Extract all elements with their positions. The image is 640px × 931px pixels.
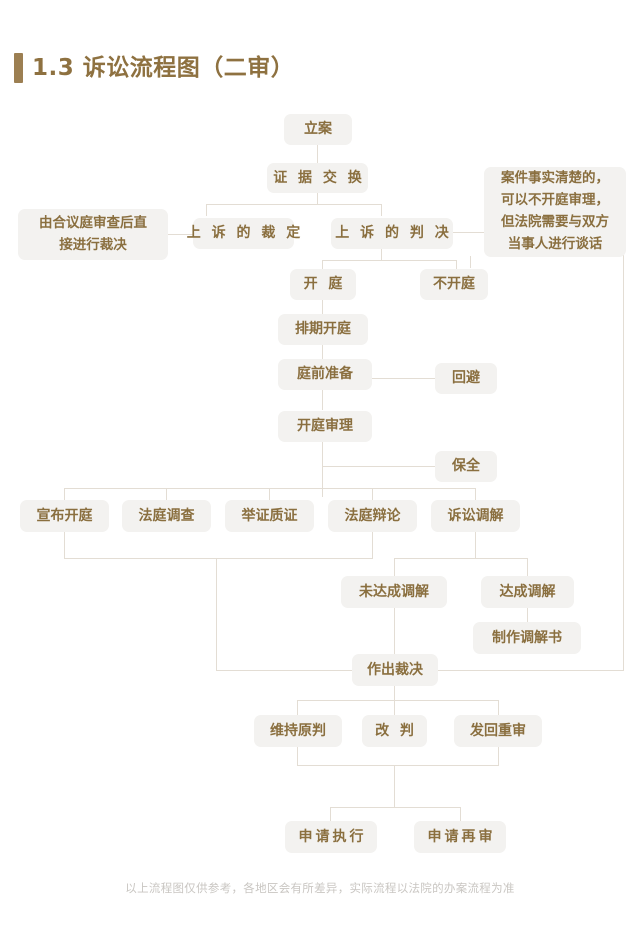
node-bukaiting[interactable]: 不开庭 xyxy=(420,269,488,300)
line-to-caiding xyxy=(206,204,207,216)
line-zhengju-split xyxy=(206,204,381,205)
line-to-bukaiting xyxy=(456,260,457,270)
line-to-xuanbu xyxy=(64,488,65,500)
line-susongtiaojie-down xyxy=(475,532,476,558)
node-paiqi-kaiting[interactable]: 排期开庭 xyxy=(278,314,368,345)
line-to-fahui xyxy=(498,700,499,715)
node-baoquan[interactable]: 保全 xyxy=(435,451,497,482)
note-right-anjian: 案件事实清楚的， 可以不开庭审理， 但法院需要与双方 当事人进行谈话 xyxy=(484,167,626,257)
node-susong-tiaojie[interactable]: 诉讼调解 xyxy=(431,500,520,532)
line-kaiting-paiqi xyxy=(322,300,323,315)
note-right-text: 案件事实清楚的， 可以不开庭审理， 但法院需要与双方 当事人进行谈话 xyxy=(501,168,609,255)
note-left-heyiting: 由合议庭审查后直 接进行裁决 xyxy=(18,209,168,260)
note-left-text: 由合议庭审查后直 接进行裁决 xyxy=(39,213,147,257)
note-left-line-1: 由合议庭审查后直 xyxy=(39,214,147,231)
line-panjue-noteright xyxy=(453,232,484,233)
line-bianlun-join xyxy=(216,558,373,559)
line-left-rail xyxy=(216,558,217,670)
node-zuochu-caijue[interactable]: 作出裁决 xyxy=(352,654,438,686)
line-right-spine-to-zuochu xyxy=(430,670,624,671)
note-left-line-2: 接进行裁决 xyxy=(59,236,127,253)
line-xuanbu-right xyxy=(64,558,216,559)
line-baoquan xyxy=(322,466,435,467)
footer-disclaimer: 以上流程图仅供参考，各地区会有所差异，实际流程以法院的办案流程为准 xyxy=(125,881,515,895)
line-to-dacheng xyxy=(527,558,528,576)
node-fating-diaocha[interactable]: 法庭调查 xyxy=(122,500,211,532)
note-right-line-4: 当事人进行谈话 xyxy=(507,235,603,252)
line-bottom-join xyxy=(297,765,499,766)
node-shangsu-caiding[interactable]: 上 诉 的 裁 定 xyxy=(187,218,300,249)
line-weidacheng-zuochu xyxy=(394,608,395,654)
node-fahui-chongshen[interactable]: 发回重审 xyxy=(454,715,542,747)
node-kaiting[interactable]: 开 庭 xyxy=(290,269,356,300)
line-noteright-bukaiting xyxy=(470,256,471,268)
line-to-shenqingzhixing xyxy=(330,807,331,821)
node-zhengju-jiaohuan[interactable]: 证 据 交 换 xyxy=(267,163,368,193)
line-to-susongtiaojie xyxy=(475,488,476,500)
line-xuanbu-down xyxy=(64,532,65,558)
node-juzheng-zhizheng[interactable]: 举证质证 xyxy=(225,500,314,532)
line-zuochu-split xyxy=(297,700,498,701)
node-gaipan[interactable]: 改 判 xyxy=(362,715,427,747)
node-shangsu-panjue[interactable]: 上 诉 的 判 决 xyxy=(331,218,453,249)
line-left-rail-to-zuochu xyxy=(216,670,361,671)
line-dacheng-zhizuo xyxy=(527,608,528,622)
node-shenqing-zhixing[interactable]: 申请执行 xyxy=(285,821,377,853)
line-zhengju-down xyxy=(317,192,318,204)
line-to-kaiting xyxy=(322,260,323,270)
note-right-line-2: 可以不开庭审理， xyxy=(501,192,609,209)
line-to-panjue xyxy=(381,204,382,216)
line-tiaojie-split xyxy=(394,558,527,559)
line-bottom-down xyxy=(394,765,395,807)
line-liian-zhengju xyxy=(317,145,318,163)
node-kaiting-shenli[interactable]: 开庭审理 xyxy=(278,411,372,442)
note-right-line-1: 案件事实清楚的， xyxy=(501,170,609,187)
node-tingqian-zhunbei[interactable]: 庭前准备 xyxy=(278,359,372,390)
node-weidacheng-tiaojie[interactable]: 未达成调解 xyxy=(341,576,447,608)
line-to-juzheng xyxy=(269,488,270,500)
line-panjue-down xyxy=(381,248,382,260)
line-zuochu-down xyxy=(394,686,395,700)
node-dacheng-tiaojie[interactable]: 达成调解 xyxy=(481,576,574,608)
line-tingqian-huibi xyxy=(372,378,435,379)
node-fating-bianlun[interactable]: 法庭辩论 xyxy=(328,500,417,532)
line-to-weichi xyxy=(297,700,298,715)
line-to-gaipan xyxy=(394,700,395,715)
note-right-line-3: 但法院需要与双方 xyxy=(501,214,609,230)
node-zhizuo-tiaojieshu[interactable]: 制作调解书 xyxy=(473,622,581,654)
line-panjue-split xyxy=(322,260,456,261)
line-to-bianlun xyxy=(372,488,373,500)
line-to-weidacheng xyxy=(394,558,395,576)
line-fahui-down xyxy=(498,747,499,765)
line-to-shenqingzaishen xyxy=(460,807,461,821)
node-shenqing-zaishen[interactable]: 申请再审 xyxy=(414,821,506,853)
line-noteleft-caiding xyxy=(168,234,198,235)
page-header: 1.3 诉讼流程图（二审） xyxy=(0,44,640,90)
node-huibi[interactable]: 回避 xyxy=(435,363,497,394)
line-weichi-down xyxy=(297,747,298,765)
node-liian[interactable]: 立案 xyxy=(284,114,352,145)
line-kaitingshenli-down xyxy=(322,442,323,497)
line-paiqi-tingqian xyxy=(322,345,323,360)
title-accent-bar xyxy=(14,53,23,83)
line-to-fatingdiaocha xyxy=(166,488,167,500)
line-right-spine xyxy=(623,232,624,670)
node-xuanbu-kaiting[interactable]: 宣布开庭 xyxy=(20,500,109,532)
page-title: 1.3 诉讼流程图（二审） xyxy=(32,55,295,81)
line-tingqian-kaitingshenli xyxy=(322,390,323,410)
line-bottom-split xyxy=(330,807,460,808)
line-bianlun-down xyxy=(372,532,373,558)
node-weichi-yuanpan[interactable]: 维持原判 xyxy=(254,715,342,747)
